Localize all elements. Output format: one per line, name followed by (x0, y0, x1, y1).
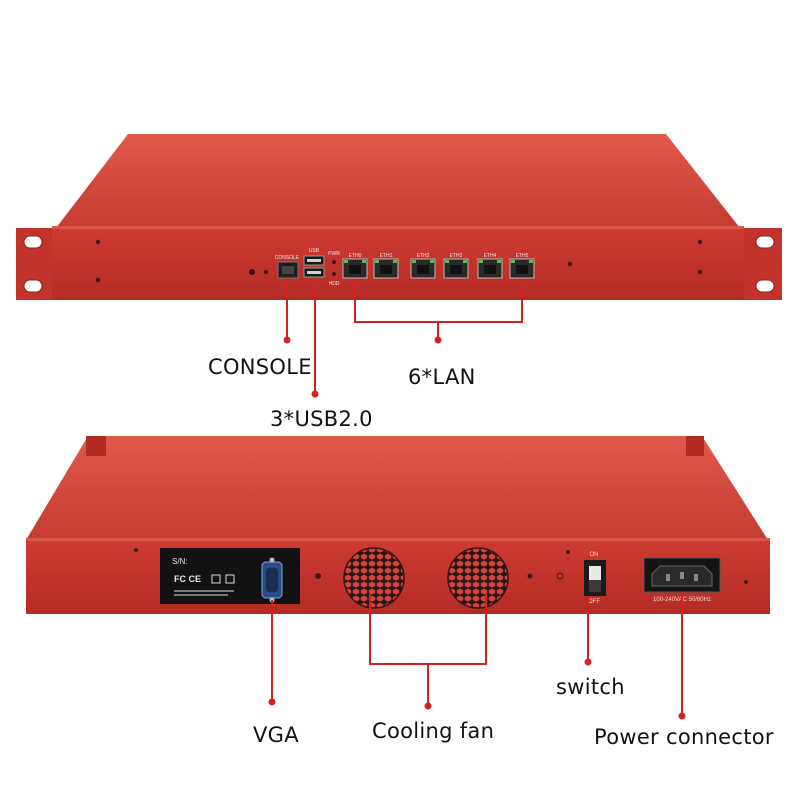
fan-leader-dot (424, 702, 432, 710)
front-chassis (16, 134, 782, 300)
usb-port-label: USB (309, 248, 320, 254)
lan-leader-dot (434, 336, 442, 344)
led-label-hdd: HDD (329, 281, 340, 287)
hdd-led-icon (332, 272, 336, 276)
eth-label-5: ETH5 (516, 253, 529, 259)
switch-callout: switch (556, 675, 625, 699)
back-chassis-top (26, 436, 768, 540)
reset-button[interactable] (249, 269, 255, 275)
console-leader-dot (283, 336, 291, 344)
eth-label-1: ETH1 (380, 253, 393, 259)
certification-marks: FC CE (174, 574, 201, 584)
console-port-label: CONSOLE (275, 255, 300, 261)
usb-callout: 3*USB2.0 (270, 407, 373, 431)
eth-label-4: ETH4 (484, 253, 497, 259)
eth-label-0: ETH0 (349, 253, 362, 259)
front-chassis-top (56, 134, 740, 228)
weee-icon (211, 574, 221, 584)
led-label-pwr: PWR (328, 251, 340, 257)
eth-port-group: ETH0 ETH1 ETH2 ETH3 ETH4 ETH5 (342, 253, 535, 279)
switch-leader-dot (584, 658, 592, 666)
switch-label-on: ON (590, 552, 599, 558)
eth-label-3: ETH3 (450, 253, 463, 259)
usb-leader-dot (311, 390, 319, 398)
back-leader-lines (271, 592, 683, 714)
power-leader-dot (678, 712, 686, 720)
vga-callout: VGA (253, 723, 299, 747)
cooling-fan-right (447, 547, 509, 609)
console-callout: CONSOLE (208, 355, 312, 379)
recycle-icon (225, 574, 235, 584)
eth-label-2: ETH2 (417, 253, 430, 259)
switch-label-off: OFF (588, 599, 600, 605)
ground-icon (556, 572, 564, 580)
power-led-icon (332, 260, 336, 264)
power-callout: Power connector (594, 725, 774, 749)
front-leader-lines (286, 280, 523, 392)
vga-leader-dot (268, 698, 276, 706)
lan-callout: 6*LAN (408, 365, 476, 389)
sn-label: S/N: (172, 557, 188, 566)
cooling-fan-left (343, 547, 405, 609)
fan-callout: Cooling fan (372, 719, 495, 743)
